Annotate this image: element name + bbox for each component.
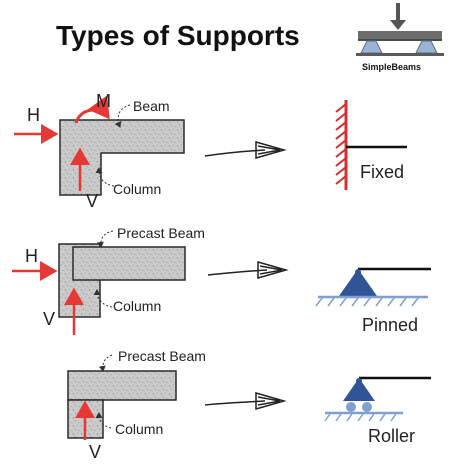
page-title: Types of Supports <box>56 20 300 51</box>
support-type-label: Roller <box>368 426 416 446</box>
result-arrow <box>204 141 287 159</box>
support-type-label: Pinned <box>362 315 419 335</box>
precast-beam-label: Precast Beam <box>118 348 206 364</box>
moment-arrow <box>74 95 110 124</box>
beam-pointer-arrow <box>114 104 131 128</box>
result-arrow <box>204 392 287 410</box>
beam-pointer-arrow <box>96 230 114 248</box>
column-label: Column <box>113 298 162 314</box>
fixed-joint <box>59 119 185 196</box>
roller-support-icon <box>324 376 431 422</box>
column-pointer-arrow <box>95 167 115 187</box>
m-label: M <box>96 91 111 111</box>
fixed-support-icon <box>335 100 407 190</box>
h-label: H <box>27 105 40 125</box>
precast-beam-label: Precast Beam <box>117 225 205 241</box>
beam-label: Beam <box>133 98 170 114</box>
h-label: H <box>25 246 38 266</box>
column-label: Column <box>115 421 164 437</box>
support-type-label: Fixed <box>360 162 405 182</box>
pinned-support-icon <box>315 267 431 307</box>
column-label: Column <box>113 181 162 197</box>
column-pointer-arrow <box>95 412 112 429</box>
v-label: V <box>89 442 102 462</box>
roller-joint <box>67 370 177 439</box>
beam-pointer-arrow <box>98 354 113 372</box>
simplebeams-logo-icon <box>356 3 444 56</box>
v-label: V <box>43 309 56 329</box>
v-label: V <box>86 191 99 211</box>
result-arrow <box>207 261 289 279</box>
logo-text: SimpleBeams <box>362 62 422 72</box>
column-pointer-arrow <box>93 289 113 308</box>
